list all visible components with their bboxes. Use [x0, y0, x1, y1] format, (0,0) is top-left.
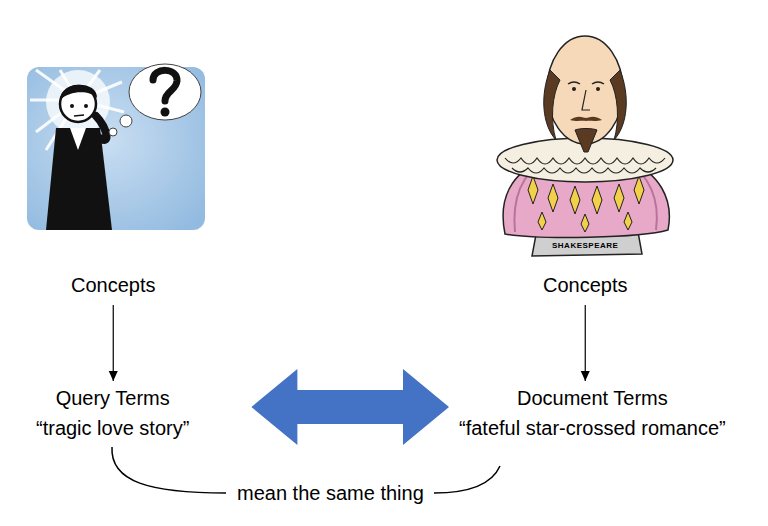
bracket-curve — [112, 447, 226, 493]
node-heading: Query Terms — [36, 386, 189, 410]
query-terms: Query Terms “tragic love story” — [32, 384, 193, 442]
double-arrow — [251, 369, 449, 445]
question-mark — [153, 70, 177, 101]
concepts-label: Concepts — [539, 271, 632, 299]
down-arrow — [109, 305, 118, 381]
beard — [575, 129, 597, 153]
node-heading: Concepts — [71, 273, 156, 297]
down-arrow — [581, 305, 590, 381]
document-terms: Document Terms “fateful star-crossed roma… — [455, 384, 730, 442]
note-label: mean the same thing — [237, 481, 424, 505]
plinth-inscription: SHAKESPEARE — [552, 241, 618, 251]
shakespeare-bust — [497, 36, 673, 256]
node-heading: Concepts — [543, 273, 628, 297]
glow — [30, 70, 124, 150]
slashes — [528, 176, 644, 232]
node-example: “fateful star-crossed romance” — [459, 416, 726, 440]
thought-bubble — [129, 64, 201, 120]
concepts-label: Concepts — [67, 271, 160, 299]
node-heading: Document Terms — [459, 386, 726, 410]
bracket-curve — [434, 466, 500, 493]
face — [547, 36, 623, 144]
arm — [96, 116, 107, 140]
node-example: “tragic love story” — [36, 416, 189, 440]
thinking-person-icon — [27, 64, 205, 230]
